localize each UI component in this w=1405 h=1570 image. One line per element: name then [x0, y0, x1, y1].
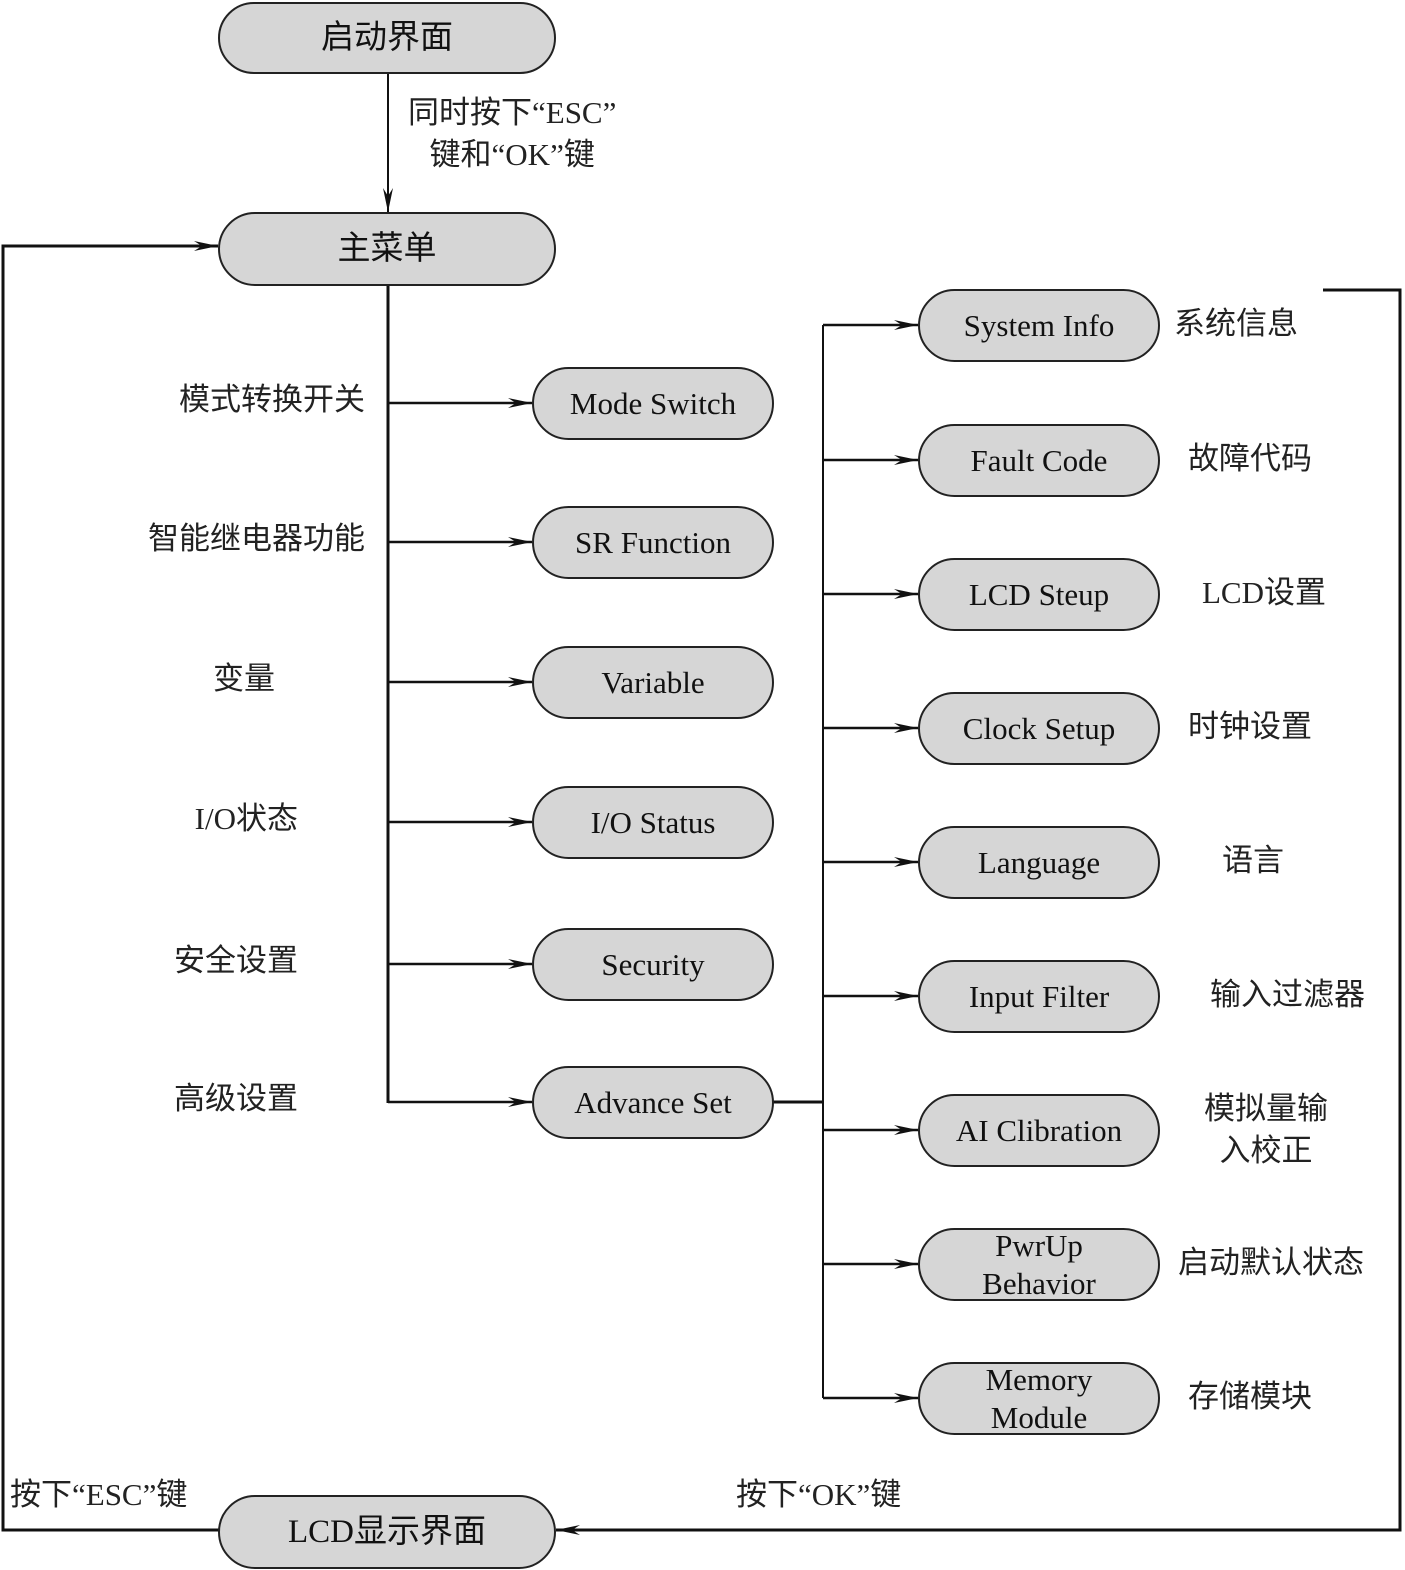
advance-cn-label-line: 故障代码: [1188, 441, 1312, 476]
advance-cn-label: 输入过滤器: [1210, 974, 1365, 1016]
menu-node-advance-set: Advance Set: [532, 1066, 774, 1139]
menu-node-mode-switch: Mode Switch: [532, 367, 774, 440]
menu-node-i-o-status: I/O Status: [532, 786, 774, 859]
menu-cn-label: 安全设置: [174, 943, 298, 978]
press-esc-label: 按下“ESC”键: [10, 1477, 188, 1512]
advance-cn-label: 时钟设置: [1188, 706, 1312, 748]
advance-cn-label-line: 存储模块: [1188, 1379, 1312, 1414]
advance-node-text-line: PwrUp: [995, 1227, 1083, 1263]
advance-node-input-filter: Input Filter: [918, 960, 1160, 1033]
startup-screen-node: 启动界面: [218, 2, 556, 74]
advance-node-text-line: Behavior: [982, 1265, 1096, 1301]
startup-to-main-label: 同时按下“ESC” 键和“OK”键: [408, 92, 616, 176]
advance-cn-label-line: 模拟量输: [1204, 1091, 1328, 1126]
advance-cn-label: LCD设置: [1202, 572, 1326, 614]
advance-cn-label: 启动默认状态: [1178, 1242, 1364, 1284]
menu-cn-label: I/O状态: [194, 801, 298, 836]
advance-cn-label-line: 输入过滤器: [1210, 977, 1365, 1012]
advance-cn-label-line: 启动默认状态: [1178, 1245, 1364, 1280]
advance-cn-label: 系统信息: [1174, 303, 1298, 345]
advance-cn-label-line: 系统信息: [1174, 306, 1298, 341]
ok-loop-line: [556, 288, 1402, 1535]
menu-cn-label: 高级设置: [174, 1081, 298, 1116]
advance-cn-label-line: LCD设置: [1202, 575, 1326, 610]
advance-node-clock-setup: Clock Setup: [918, 692, 1160, 765]
advance-cn-label: 存储模块: [1188, 1376, 1312, 1418]
advance-node-text-line: Memory: [985, 1361, 1093, 1397]
advance-node-fault-code: Fault Code: [918, 424, 1160, 497]
menu-cn-label: 模式转换开关: [179, 382, 365, 417]
advance-cn-label-line: 入校正: [1219, 1133, 1313, 1168]
menu-node-variable: Variable: [532, 646, 774, 719]
advance-node-lcd-steup: LCD Steup: [918, 558, 1160, 631]
menu-node-sr-function: SR Function: [532, 506, 774, 579]
menu-node-security: Security: [532, 928, 774, 1001]
advance-cn-label-line: 语言: [1222, 843, 1284, 878]
startup-to-main-label-line1: 同时按下“ESC”: [408, 95, 617, 130]
startup-to-main-label-line2: 键和“OK”键: [429, 137, 595, 172]
advance-node-text-line: Module: [990, 1399, 1088, 1435]
advance-cn-label: 语言: [1222, 840, 1284, 882]
press-ok-label: 按下“OK”键: [736, 1477, 902, 1512]
advance-node-system-info: System Info: [918, 289, 1160, 362]
esc-loop-line: [1, 241, 219, 1532]
menu-cn-label: 智能继电器功能: [148, 521, 365, 556]
advance-node-ai-clibration: AI Clibration: [918, 1094, 1160, 1167]
advance-node-language: Language: [918, 826, 1160, 899]
advance-cn-label: 故障代码: [1188, 438, 1312, 480]
advance-cn-label-line: 时钟设置: [1188, 709, 1312, 744]
lcd-display-node: LCD显示界面: [218, 1495, 556, 1569]
advance-cn-label: 模拟量输入校正: [1204, 1088, 1328, 1172]
menu-cn-label: 变量: [213, 661, 275, 696]
main-menu-node: 主菜单: [218, 212, 556, 286]
